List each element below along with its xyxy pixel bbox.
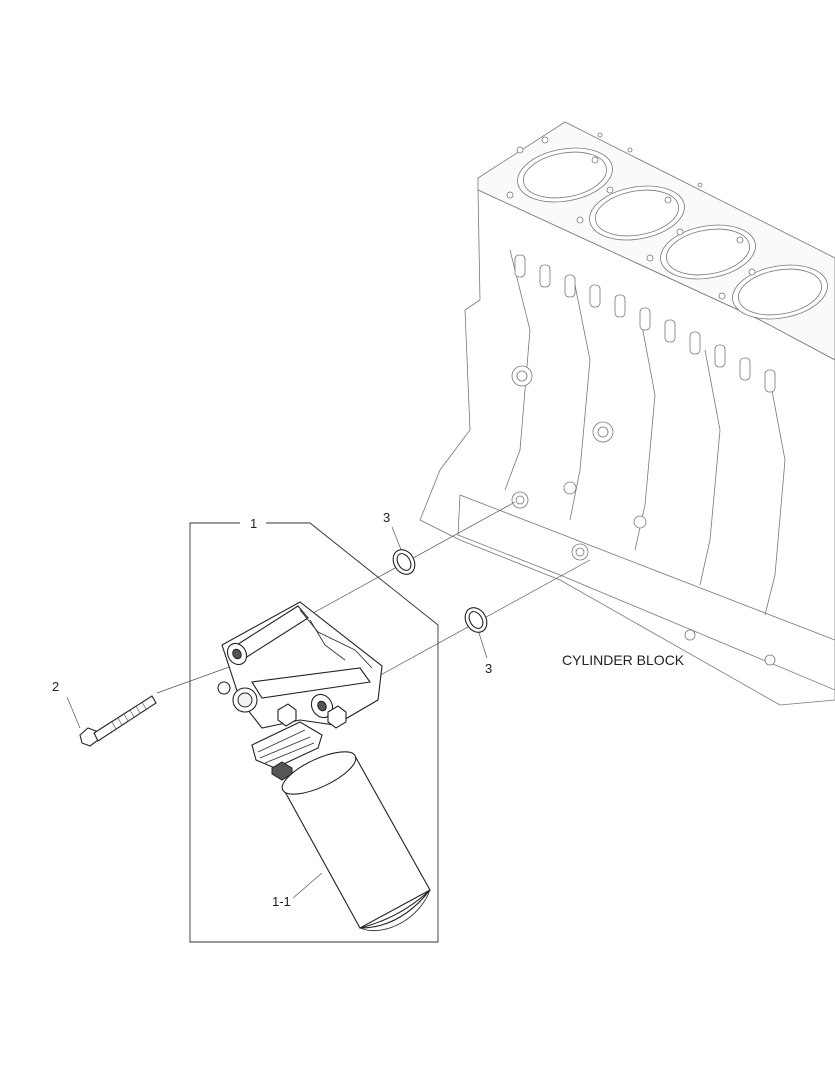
oil-filter-cartridge [281,751,431,932]
oil-filter-head [217,601,383,781]
assembly-bracket-frame [189,522,439,943]
callout-o-ring-lower: 3 [485,661,492,676]
callout-o-ring-upper: 3 [383,510,390,525]
callout-bolt: 2 [52,679,59,694]
cylinder-block-label: CYLINDER BLOCK [562,652,685,668]
callout-assembly: 1 [250,516,257,531]
o-ring-lower [464,607,488,633]
bolt [79,695,157,747]
cylinder-block [419,121,835,706]
callout-filter-cartridge: 1-1 [272,894,291,909]
o-ring-upper [392,549,416,575]
